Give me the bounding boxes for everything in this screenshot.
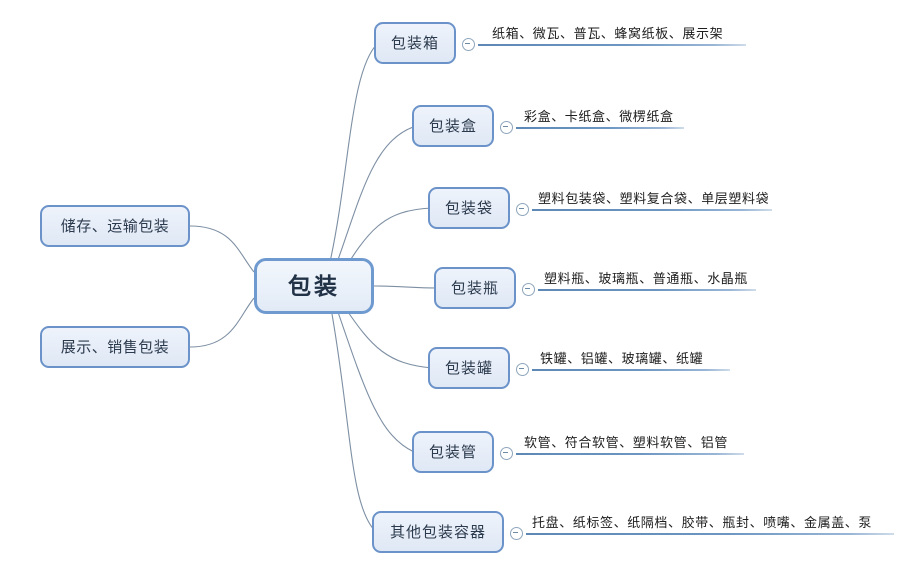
branch-node-carton-label: 包装箱: [390, 34, 439, 52]
detail-box-text: 彩盒、卡纸盒、微楞纸盒: [524, 109, 674, 124]
detail-other-containers-underline: [526, 533, 894, 535]
detail-bottle-text: 塑料瓶、玻璃瓶、普通瓶、水晶瓶: [544, 271, 749, 286]
detail-carton: 纸箱、微瓦、普瓦、蜂窝纸板、展示架: [478, 16, 746, 46]
branch-node-can-label: 包装罐: [444, 359, 493, 377]
detail-can-text: 铁罐、铝罐、玻璃罐、纸罐: [540, 351, 704, 366]
edge-left-storage: [189, 225, 255, 273]
branch-node-other-containers[interactable]: 其他包装容器: [372, 511, 504, 553]
branch-node-bag-label: 包装袋: [444, 199, 493, 217]
detail-tube-text: 软管、符合软管、塑料软管、铝管: [524, 435, 729, 450]
edge-right-5: [343, 305, 433, 369]
detail-bag-underline: [532, 209, 772, 211]
detail-other-containers-text: 托盘、纸标签、纸隔档、胶带、瓶封、喷嘴、金属盖、泵: [532, 515, 873, 530]
detail-bottle: 塑料瓶、玻璃瓶、普通瓶、水晶瓶: [538, 261, 756, 291]
edge-left-display: [189, 297, 255, 348]
branch-node-other-containers-label: 其他包装容器: [389, 523, 486, 541]
collapse-toggle-other-containers[interactable]: [510, 527, 523, 540]
detail-box: 彩盒、卡纸盒、微楞纸盒: [516, 99, 684, 129]
collapse-toggle-tube[interactable]: [500, 447, 513, 460]
collapse-toggle-bottle[interactable]: [522, 283, 535, 296]
left-node-storage-transport-label: 储存、运输包装: [60, 217, 170, 235]
branch-node-bottle-label: 包装瓶: [450, 279, 499, 297]
branch-node-box-label: 包装盒: [428, 117, 477, 135]
edge-right-2: [334, 125, 417, 269]
collapse-toggle-box[interactable]: [500, 121, 513, 134]
left-node-display-sales-label: 展示、销售包装: [60, 338, 170, 356]
edge-right-1: [329, 42, 379, 263]
branch-node-tube[interactable]: 包装管: [412, 431, 494, 473]
detail-tube-underline: [516, 453, 744, 455]
detail-bag-text: 塑料包装袋、塑料复合袋、单层塑料袋: [538, 191, 770, 206]
root-node-label: 包装: [288, 272, 340, 299]
detail-box-underline: [516, 127, 684, 129]
branch-node-tube-label: 包装管: [428, 443, 477, 461]
edge-right-6: [337, 311, 415, 453]
branch-node-carton[interactable]: 包装箱: [374, 22, 456, 64]
collapse-toggle-bag[interactable]: [516, 203, 529, 216]
detail-bottle-underline: [538, 289, 756, 291]
edge-right-7: [331, 313, 377, 533]
detail-can-underline: [532, 369, 730, 371]
detail-other-containers: 托盘、纸标签、纸隔档、胶带、瓶封、喷嘴、金属盖、泵: [526, 505, 894, 535]
collapse-toggle-carton[interactable]: [462, 38, 475, 51]
branch-node-bottle[interactable]: 包装瓶: [434, 267, 516, 309]
edge-right-4: [373, 285, 439, 289]
detail-bag: 塑料包装袋、塑料复合袋、单层塑料袋: [532, 181, 772, 211]
detail-carton-text: 纸箱、微瓦、普瓦、蜂窝纸板、展示架: [492, 26, 724, 41]
detail-carton-underline: [478, 44, 746, 46]
branch-node-can[interactable]: 包装罐: [428, 347, 510, 389]
left-node-display-sales[interactable]: 展示、销售包装: [40, 326, 190, 368]
detail-tube: 软管、符合软管、塑料软管、铝管: [516, 425, 744, 455]
root-node[interactable]: 包装: [254, 258, 374, 314]
branch-node-box[interactable]: 包装盒: [412, 105, 494, 147]
left-node-storage-transport[interactable]: 储存、运输包装: [40, 205, 190, 247]
collapse-toggle-can[interactable]: [516, 363, 529, 376]
detail-can: 铁罐、铝罐、玻璃罐、纸罐: [532, 341, 730, 371]
branch-node-bag[interactable]: 包装袋: [428, 187, 510, 229]
